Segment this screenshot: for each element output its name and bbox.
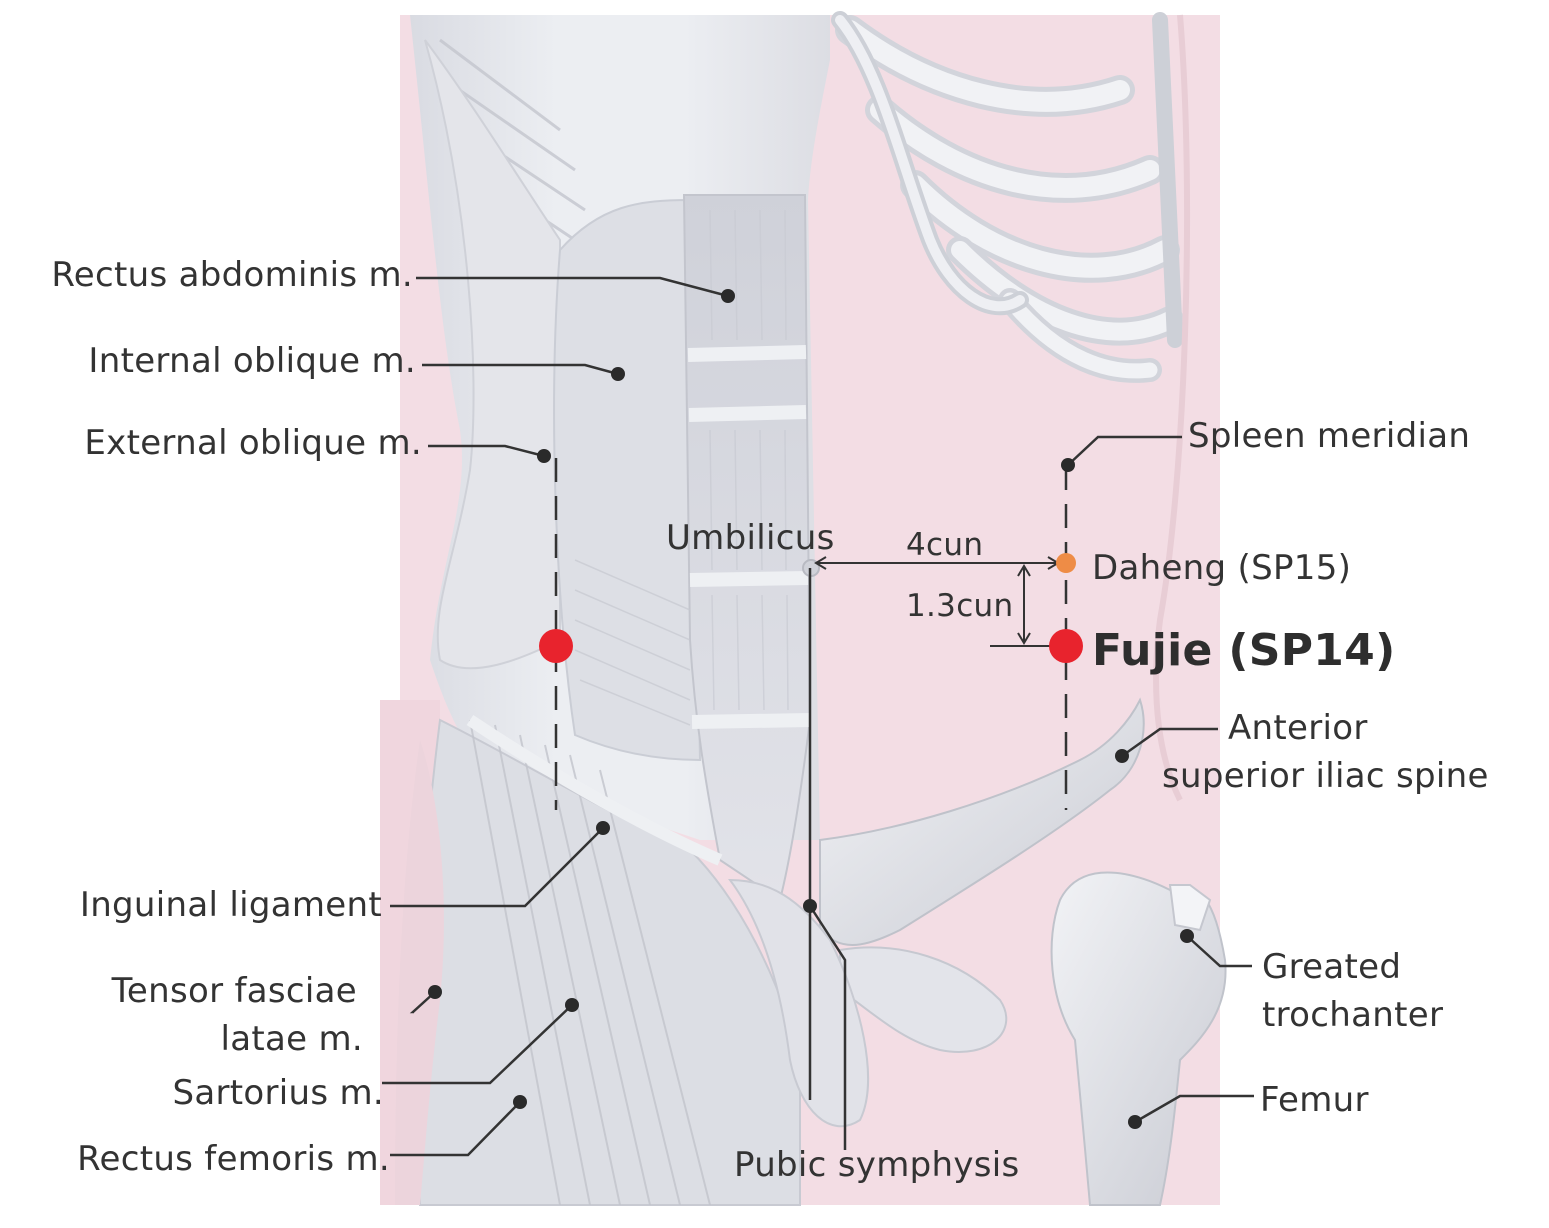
rib-cage: [831, 11, 1184, 383]
leader-external-oblique: [428, 444, 545, 458]
fujie-point-right: [539, 629, 573, 663]
label-fujie: Fujie (SP14): [1092, 625, 1396, 676]
label-external-oblique: External oblique m.: [84, 423, 422, 463]
external-oblique-shape: [424, 39, 561, 670]
leader-rectus-abdominis: [416, 276, 729, 298]
label-tensor-fasciae-line2: latae m.: [220, 1019, 363, 1059]
inguinal-ligament-shape: [466, 715, 723, 866]
leader-pubic-symphysis: [808, 905, 847, 1150]
leader-rectus-femoris: [390, 1101, 521, 1157]
label-inguinal-ligament: Inguinal ligament: [79, 885, 382, 925]
leader-dots: [428, 289, 1194, 1129]
oblique-fibers: [574, 559, 691, 726]
leader-asis: [1121, 727, 1218, 758]
label-daheng: Daheng (SP15): [1092, 548, 1352, 588]
pubic-ramus: [839, 946, 1008, 1053]
rectus-fibers: [709, 209, 789, 711]
leader-lines: [382, 276, 1254, 1157]
label-asis-line1: Anterior: [1228, 708, 1368, 748]
leader-tensor-fasciae: [409, 991, 436, 1014]
fujie-point-left: [1049, 629, 1083, 663]
label-pubic-symphysis: Pubic symphysis: [734, 1145, 1020, 1185]
daheng-point-left: [1056, 553, 1076, 573]
label-femur: Femur: [1260, 1080, 1369, 1120]
leader-inguinal-ligament: [390, 827, 604, 908]
label-tensor-fasciae-line1: Tensor fasciae: [111, 971, 357, 1011]
label-spleen-meridian: Spleen meridian: [1188, 416, 1471, 456]
label-rectus-abdominis: Rectus abdominis m.: [51, 255, 413, 295]
leader-spleen-meridian: [1067, 435, 1182, 466]
label-greater-trochanter-line1: Greated: [1262, 947, 1402, 987]
sartorius-fibers: [469, 719, 711, 1206]
measure-4cun: 4cun: [906, 527, 984, 563]
leader-femur: [1134, 1094, 1254, 1124]
measure-1-3cun: 1.3cun: [906, 588, 1014, 624]
leader-greater-trochanter: [1186, 935, 1252, 968]
label-rectus-femoris: Rectus femoris m.: [77, 1139, 390, 1179]
label-umbilicus: Umbilicus: [666, 518, 835, 558]
label-sartorius: Sartorius m.: [172, 1073, 384, 1113]
greater-trochanter-shape: [1168, 884, 1212, 932]
internal-oblique-shape: [553, 198, 702, 762]
tensor-fasciae-shape: [395, 740, 444, 1205]
right-flank-contour: [1153, 14, 1191, 802]
leader-internal-oblique: [422, 363, 619, 376]
genital-region: [728, 878, 870, 1128]
pelvis-bone: [819, 697, 1145, 946]
label-asis-line2: superior iliac spine: [1162, 756, 1489, 796]
label-greater-trochanter-line2: trochanter: [1262, 995, 1444, 1035]
label-internal-oblique: Internal oblique m.: [88, 341, 416, 381]
rectus-tendinous-intersections: [687, 345, 811, 729]
leader-sartorius: [382, 1004, 573, 1085]
measurement-1-3cun-arrow: [990, 564, 1052, 647]
